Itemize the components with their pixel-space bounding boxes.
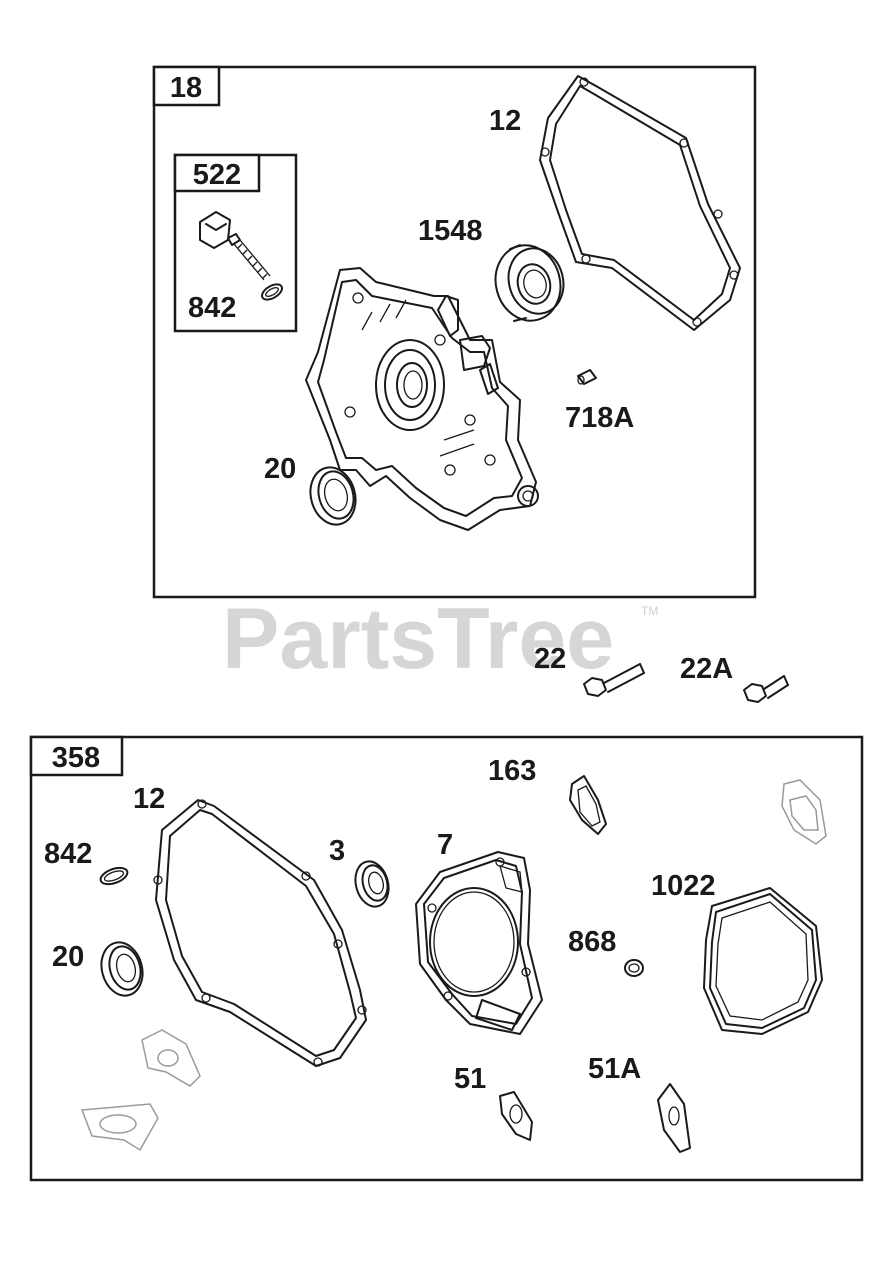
gasket-12-part[interactable] <box>153 799 367 1067</box>
label-7: 7 <box>437 829 453 861</box>
label-20-bottom: 20 <box>52 941 84 973</box>
grommet-868-part[interactable] <box>624 959 644 977</box>
bolt-22a-part[interactable] <box>743 675 789 703</box>
sub-box-522-label: 522 <box>193 159 241 191</box>
group-358-frame <box>29 735 864 1182</box>
label-163: 163 <box>488 755 536 787</box>
group-358: 358 842 20 12 <box>29 735 864 1182</box>
label-12-bottom: 12 <box>133 783 165 815</box>
crankcase-gasket[interactable] <box>539 75 741 331</box>
bearing-part[interactable] <box>487 238 570 328</box>
dipstick-part[interactable] <box>199 211 285 303</box>
label-20-top: 20 <box>264 453 296 485</box>
group-18-label: 18 <box>170 72 202 104</box>
sub-box-522-label-box <box>173 153 261 193</box>
label-51A: 51A <box>588 1053 641 1085</box>
watermark-text: PartsTree <box>222 591 614 687</box>
label-868: 868 <box>568 926 616 958</box>
label-1022: 1022 <box>651 870 716 902</box>
label-22: 22 <box>534 643 566 675</box>
crankcase-cover-part[interactable] <box>305 267 539 531</box>
label-22A: 22A <box>680 653 733 685</box>
label-1548: 1548 <box>418 215 483 247</box>
group-18: 18 522 842 12 <box>152 65 757 599</box>
head-gasket-7-part[interactable] <box>415 851 543 1035</box>
label-842-bottom: 842 <box>44 838 92 870</box>
label-51: 51 <box>454 1063 486 1095</box>
bolt-22-part[interactable] <box>583 663 645 697</box>
gasket-163-part[interactable] <box>569 775 607 835</box>
label-718A: 718A <box>565 402 634 434</box>
oring-842-part[interactable] <box>98 865 129 888</box>
group-18-label-box <box>152 65 221 107</box>
label-12-top: 12 <box>489 105 521 137</box>
label-3: 3 <box>329 835 345 867</box>
cover-gasket-1022-part[interactable] <box>703 887 823 1035</box>
seal-3-part[interactable] <box>351 858 394 911</box>
group-358-label-box <box>29 735 124 777</box>
gasket-51a-part[interactable] <box>657 1083 691 1153</box>
oil-seal-part[interactable] <box>304 462 362 529</box>
watermark-trademark: TM <box>641 604 658 618</box>
gasket-51-part[interactable] <box>499 1091 533 1141</box>
label-842-top: 842 <box>188 292 236 324</box>
group-358-label: 358 <box>52 742 100 774</box>
ghost-gasket-part <box>80 779 827 1152</box>
dowel-pin-part[interactable] <box>577 369 597 385</box>
seal-20-part[interactable] <box>96 938 149 1001</box>
